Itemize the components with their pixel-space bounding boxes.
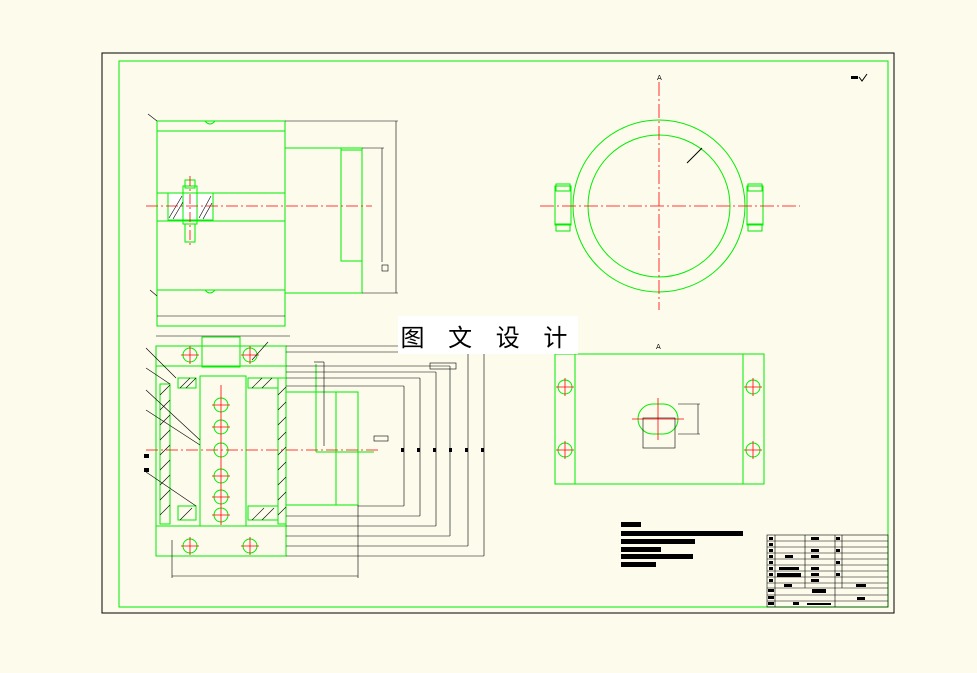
title-block-entries [768,537,866,605]
roughness-symbol [851,73,868,82]
sheet-border [101,52,895,614]
plate-view-marks [556,378,762,459]
section-label-top: A [657,74,662,82]
section-view [155,336,374,557]
ring-radius-leader [686,147,703,164]
section-view-hole-marks [181,346,259,555]
section-view-hatch [159,377,287,521]
section-view-dimensions [145,335,485,578]
front-view [156,120,363,327]
title-block [766,534,889,608]
plate-view-dimensions [642,403,700,449]
watermark: 图 文 设 计 [398,316,578,354]
front-view-hatch [168,195,213,220]
technical-notes [621,522,743,567]
section-label-view: A [656,343,661,351]
section-view-tick-marks [144,448,484,472]
drawing-frame [118,60,889,608]
front-view-dimensions [147,113,398,317]
